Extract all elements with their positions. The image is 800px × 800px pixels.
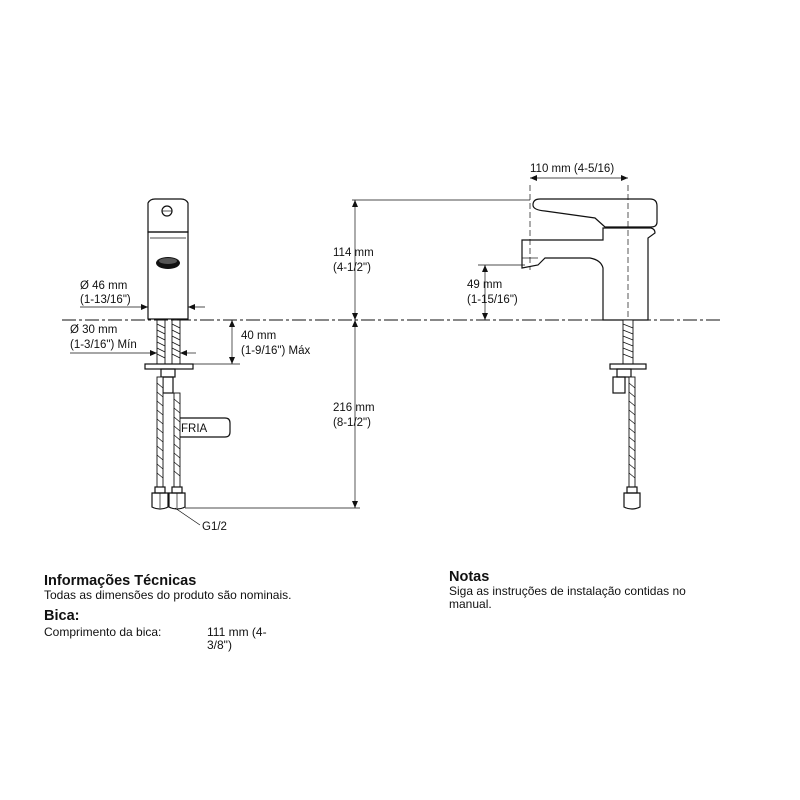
tech-info-block: Informações Técnicas Todas as dimensões …	[44, 573, 292, 652]
side-body-spout	[521, 227, 656, 321]
dim-depth-40-mm: 40 mm	[241, 330, 276, 342]
dim-depth-40-in: (1-9/16") Máx	[241, 345, 311, 357]
dim-reach-110: 110 mm (4-5/16)	[530, 163, 614, 175]
height-dimensions: 114 mm (4-1/2") 216 mm (8-1/2")	[185, 199, 530, 509]
cold-label: FRIA	[181, 423, 208, 435]
front-body	[147, 231, 189, 320]
side-handle	[532, 198, 658, 228]
dim-spout-49-in: (1-15/16")	[467, 294, 518, 306]
dim-dia-46-mm: Ø 46 mm	[80, 280, 127, 292]
dim-dia-30-in: (1-3/16") Mín	[70, 339, 137, 351]
front-handle	[147, 198, 189, 233]
spout-section-title: Bica:	[44, 608, 80, 624]
dim-dia-30-mm: Ø 30 mm	[70, 324, 117, 336]
notes-block: Notas Siga as instruções de instalação c…	[449, 569, 686, 611]
mounting-nut	[162, 376, 174, 394]
hose-fitting-left	[151, 492, 169, 510]
notes-text-line1: Siga as instruções de instalação contida…	[449, 584, 686, 598]
spout-length-value: 111 mm (4-3/8")	[207, 625, 267, 652]
side-view: 110 mm (4-5/16) 49 mm (1-15/16")	[467, 163, 658, 510]
dim-height-216-in: (8-1/2")	[333, 417, 371, 429]
spout-length-label: Comprimento da bica:	[44, 625, 162, 639]
dim-dia-46-in: (1-13/16")	[80, 294, 131, 306]
dim-height-114-mm: 114 mm	[333, 247, 374, 259]
hose-fitting-right	[168, 492, 186, 510]
front-view: FRIA Ø 46 mm (1-13/16") Ø 30 mm (1-3/16"…	[70, 198, 311, 533]
front-hoses	[144, 319, 194, 510]
notes-text-line2: manual.	[449, 597, 492, 611]
tech-info-title: Informações Técnicas	[44, 573, 197, 589]
mounting-washer	[144, 363, 194, 370]
connection-label: G1/2	[202, 521, 227, 533]
dim-spout-49-mm: 49 mm	[467, 279, 502, 291]
tech-info-subtitle: Todas as dimensões do produto são nomina…	[44, 588, 292, 602]
cold-label-tag	[180, 417, 231, 438]
dim-height-114-in: (4-1/2")	[333, 262, 371, 274]
notes-title: Notas	[449, 569, 490, 585]
dim-height-216-mm: 216 mm	[333, 402, 375, 414]
spout-length-row: Comprimento da bica: 111 mm (4-3/8")	[44, 625, 291, 652]
